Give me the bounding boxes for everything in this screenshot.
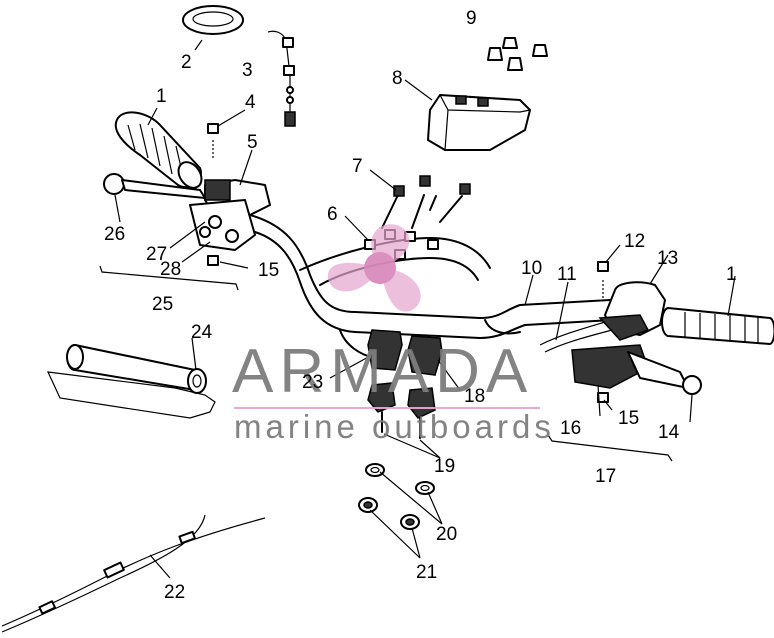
- callout-23: 23: [302, 372, 323, 393]
- callout-13: 13: [657, 248, 678, 269]
- parts-20-21-washers: [358, 463, 435, 530]
- callout-9: 9: [466, 8, 477, 29]
- callout-25: 25: [152, 294, 173, 315]
- part-3-cable: [267, 30, 296, 127]
- callout-14: 14: [658, 422, 680, 443]
- part-12-nut: [597, 261, 609, 300]
- callout-12: 12: [624, 231, 645, 252]
- callout-17: 17: [595, 466, 616, 487]
- callout-1-right: 1: [726, 264, 737, 285]
- bracket-25: [99, 265, 239, 291]
- watermark-brand: ARMADA: [232, 337, 533, 406]
- callout-21: 21: [416, 562, 437, 583]
- part-4-nut: [207, 123, 219, 160]
- part-1-right-grip: [661, 307, 774, 345]
- callout-27: 27: [146, 244, 167, 265]
- part-5-left-housing: [189, 179, 271, 251]
- callout-22: 22: [164, 582, 185, 603]
- callout-2: 2: [181, 52, 192, 73]
- callout-4: 4: [245, 92, 256, 113]
- part-22-harness: [1, 514, 266, 633]
- part-11-wiring: [539, 321, 613, 353]
- propeller-logo: [327, 224, 421, 312]
- part-2-cap: [182, 5, 244, 51]
- callout-18: 18: [464, 386, 485, 407]
- callout-6: 6: [327, 204, 338, 225]
- clamp-upper: [367, 329, 443, 376]
- callout-24: 24: [191, 322, 213, 343]
- part-9-clips: [487, 37, 548, 71]
- part-26-lever: [103, 173, 206, 199]
- part-24-tape: [47, 344, 216, 419]
- callout-1-left: 1: [156, 86, 167, 107]
- callout-8: 8: [392, 68, 403, 89]
- part-7-bolts: [381, 175, 471, 229]
- callout-15-left: 15: [258, 260, 279, 281]
- part-15-right-nut: [597, 392, 609, 403]
- callout-19: 19: [434, 456, 455, 477]
- watermark: ARMADA marine outboards: [232, 224, 555, 445]
- part-13-right-housing: [598, 281, 666, 341]
- callout-3: 3: [242, 60, 253, 81]
- callout-5: 5: [247, 132, 258, 153]
- callout-16: 16: [560, 418, 581, 439]
- callout-7: 7: [352, 156, 363, 177]
- part-15-left-nut: [207, 255, 219, 266]
- part-1-left-grip: [114, 111, 203, 189]
- watermark-tagline: marine outboards: [234, 408, 555, 445]
- callout-10: 10: [521, 258, 542, 279]
- callout-26: 26: [104, 224, 125, 245]
- callout-labels: 1 2 3 4 5 6 7 8 9 10 11 12 13 1 14 15 15…: [104, 8, 737, 603]
- part-16-right-housing: [571, 344, 702, 395]
- leader-lines: [114, 79, 736, 579]
- part-8-cover: [427, 94, 531, 151]
- callout-28: 28: [160, 259, 181, 280]
- callout-15-right: 15: [618, 408, 639, 429]
- bracket-17: [547, 434, 673, 462]
- callout-11: 11: [557, 264, 577, 285]
- callout-20: 20: [436, 524, 457, 545]
